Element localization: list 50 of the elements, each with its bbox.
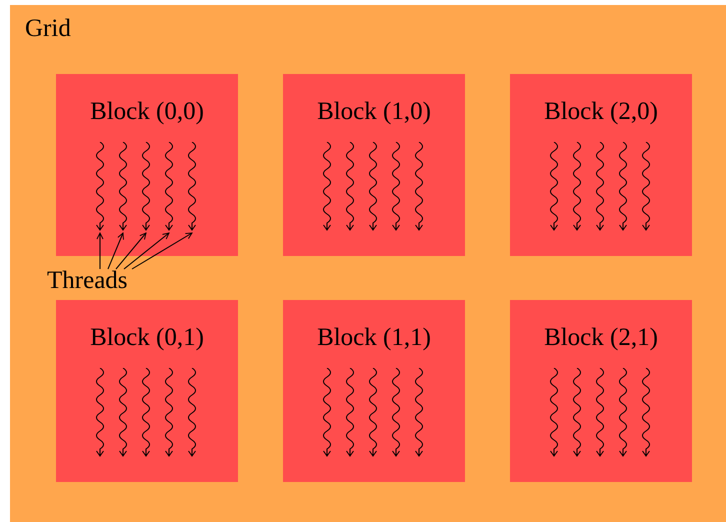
squiggle-icon (163, 142, 175, 232)
leader-line (132, 232, 192, 270)
squiggle-icon (390, 368, 402, 458)
squiggle-icon (594, 368, 606, 458)
squiggle-icon (571, 142, 583, 232)
squiggle-icon (321, 142, 333, 232)
squiggle-icon (571, 368, 583, 458)
squiggle-icon (186, 368, 198, 458)
squiggle-icon (640, 368, 652, 458)
squiggle-icon (321, 368, 333, 458)
squiggle-icon (367, 368, 379, 458)
squiggle-icon (94, 368, 106, 458)
squiggle-icon (413, 368, 425, 458)
block-box (56, 300, 238, 482)
block-box (56, 74, 238, 256)
leader-line (108, 232, 124, 270)
leader-line (124, 232, 170, 270)
leader-line (116, 232, 146, 270)
leader-line (96, 232, 104, 270)
squiggle-icon (617, 142, 629, 232)
squiggle-icon (594, 142, 606, 232)
squiggle-icon (344, 368, 356, 458)
block-box (510, 74, 692, 256)
squiggle-icon (94, 142, 106, 232)
block-box (510, 300, 692, 482)
squiggle-icon (117, 142, 129, 232)
squiggle-icon (617, 368, 629, 458)
block-label: Block (1,1) (316, 324, 432, 352)
threads-label: Threads (47, 267, 128, 294)
block-label: Block (2,0) (543, 98, 659, 126)
squiggle-icon (117, 368, 129, 458)
squiggle-icon (163, 368, 175, 458)
block-label: Block (2,1) (543, 324, 659, 352)
squiggle-icon (548, 368, 560, 458)
grid-panel (10, 5, 726, 522)
block-box (283, 74, 465, 256)
squiggle-icon (140, 142, 152, 232)
block-box (283, 300, 465, 482)
squiggle-icon (548, 142, 560, 232)
squiggle-icon (367, 142, 379, 232)
block-label: Block (1,0) (316, 98, 432, 126)
squiggle-icon (140, 368, 152, 458)
block-label: Block (0,1) (89, 324, 205, 352)
squiggle-icon (640, 142, 652, 232)
block-label: Block (0,0) (89, 98, 205, 126)
squiggle-icon (390, 142, 402, 232)
squiggle-icon (344, 142, 356, 232)
grid-label: Grid (25, 15, 71, 42)
squiggle-icon (186, 142, 198, 232)
squiggle-icon (413, 142, 425, 232)
